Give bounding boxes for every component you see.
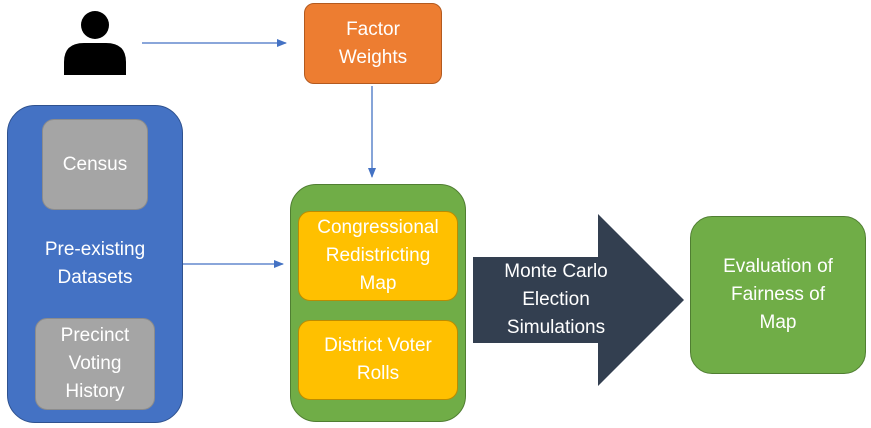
factor-weights-label: Factor Weights	[338, 18, 408, 68]
person-icon	[64, 11, 126, 75]
district-voter-rolls-label: District Voter Rolls	[324, 335, 432, 384]
evaluation-of-fairness-label: Evaluation of Fairness of Map	[723, 256, 833, 333]
census-label: Census	[62, 153, 128, 175]
congressional-redistricting-map-label: Congressional Redistricting Map	[317, 217, 439, 294]
precinct-voting-history-box: Precinct Voting History	[35, 318, 155, 410]
district-voter-rolls-box: District Voter Rolls	[298, 320, 458, 400]
monte-carlo-arrow-shape	[473, 214, 684, 386]
congressional-redistricting-map-box: Congressional Redistricting Map	[298, 211, 458, 301]
census-box: Census	[42, 119, 148, 210]
pre-existing-datasets-label: Pre-existing Datasets	[44, 239, 146, 288]
factor-weights-box: Factor Weights	[304, 3, 442, 84]
evaluation-of-fairness-box: Evaluation of Fairness of Map	[690, 216, 866, 374]
precinct-voting-history-label: Precinct Voting History	[60, 325, 130, 402]
monte-carlo-label: Monte Carlo Election Simulations	[504, 261, 608, 338]
